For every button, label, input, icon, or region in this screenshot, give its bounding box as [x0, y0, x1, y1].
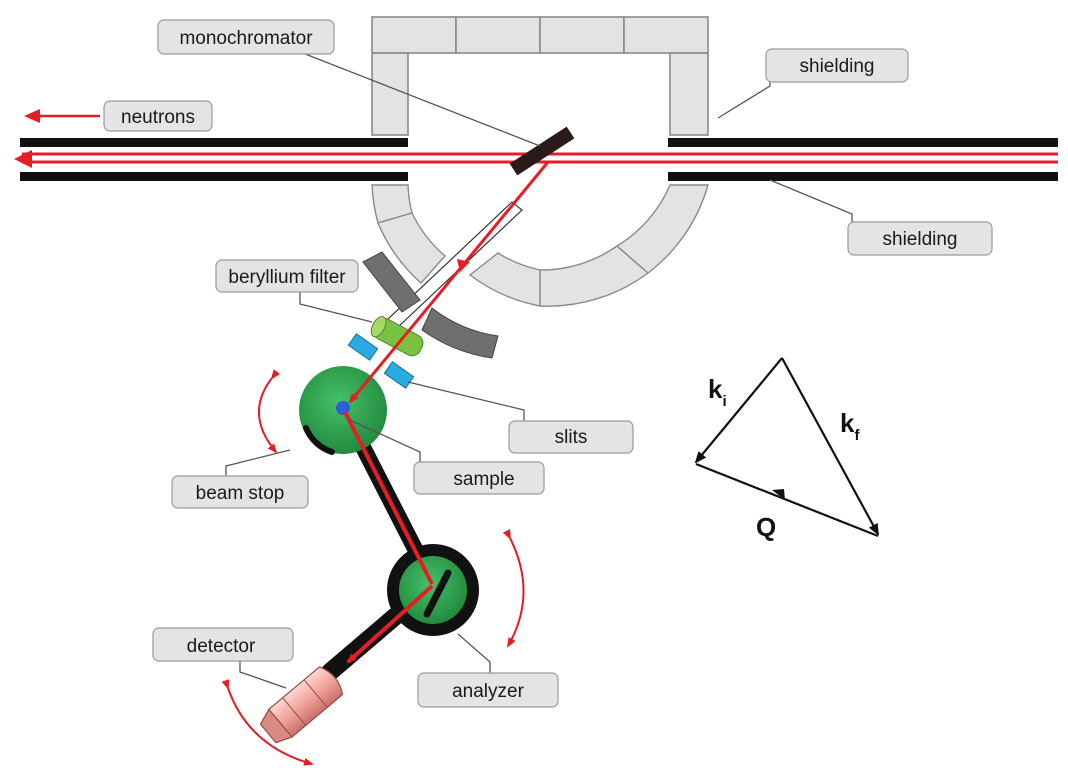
- beam-arrowhead: [14, 150, 32, 168]
- neutrons-arrowhead: [24, 109, 40, 123]
- ki-vector: [694, 357, 783, 464]
- svg-text:detector: detector: [187, 636, 256, 657]
- label-shielding-top: shielding: [765, 48, 909, 83]
- label-slits: slits: [508, 420, 634, 454]
- beam-path: [343, 161, 550, 664]
- q-label: Q: [756, 512, 776, 542]
- filter-shield-right: [421, 307, 499, 359]
- q-vector-arrow: [772, 489, 785, 500]
- analyzer-rotation-arrow: [502, 529, 525, 648]
- leader-slits: [407, 381, 525, 424]
- ki-label: ki: [708, 374, 727, 410]
- shield-block-left: [371, 52, 409, 136]
- detector-body: [259, 666, 344, 744]
- svg-text:beryllium filter: beryllium filter: [228, 267, 346, 288]
- kf-vector: [781, 357, 879, 536]
- sample-rotation-arrow: [258, 369, 281, 454]
- leader-beryllium: [299, 290, 373, 323]
- svg-text:shielding: shielding: [800, 56, 875, 77]
- filter-shield-left: [362, 251, 421, 313]
- svg-text:sample: sample: [453, 469, 514, 490]
- guide-rail-top-left: [20, 138, 408, 147]
- kf-label: kf: [840, 408, 860, 444]
- beam-mono-to-sample: [348, 161, 550, 404]
- arc-block-2: [377, 212, 446, 284]
- rotation-arrows: [221, 369, 525, 766]
- shield-block-right: [669, 52, 709, 136]
- analyzer-crystal: [423, 569, 452, 618]
- slit-left: [347, 333, 379, 361]
- leader-detector: [239, 660, 287, 689]
- svg-text:monochromator: monochromator: [179, 28, 313, 49]
- beam-mid-arrow: [457, 259, 470, 272]
- shield-block-top-1: [371, 16, 457, 54]
- leader-analyzer: [457, 633, 491, 674]
- beam-sample-to-analyzer: [343, 411, 434, 585]
- svg-text:neutrons: neutrons: [121, 107, 195, 128]
- label-shielding-right: shielding: [847, 221, 993, 256]
- monochromator-crystal: [509, 126, 575, 176]
- beryllium-filter: [370, 316, 424, 357]
- svg-text:beam stop: beam stop: [196, 483, 285, 504]
- leader-sample: [349, 419, 421, 464]
- svg-text:slits: slits: [555, 427, 588, 448]
- arc-block-3: [468, 252, 541, 307]
- analyzer-table: [399, 556, 467, 624]
- svg-text:shielding: shielding: [883, 229, 958, 250]
- label-monochromator: monochromator: [157, 19, 335, 55]
- arc-block-5: [615, 184, 709, 274]
- scattering-triangle: ki kf Q: [694, 357, 879, 542]
- svg-text:analyzer: analyzer: [452, 681, 524, 702]
- guide-rail-top-right: [668, 138, 1058, 147]
- label-beam-stop: beam stop: [171, 475, 309, 509]
- label-analyzer: analyzer: [417, 672, 559, 708]
- leader-shielding-top: [717, 70, 771, 119]
- guide-rail-bottom-right: [668, 172, 1058, 181]
- detector-rotation-arrow: [221, 679, 314, 766]
- beam-stop-shape: [303, 425, 335, 455]
- beam-analyzer-to-detector: [346, 584, 434, 664]
- leader-shielding-right: [769, 179, 853, 232]
- shield-block-top-4: [623, 16, 709, 54]
- sample-dot: [336, 401, 350, 415]
- slit-right: [383, 361, 415, 389]
- label-beryllium-filter: beryllium filter: [215, 259, 359, 293]
- shielding-blocks: [371, 16, 709, 136]
- shield-block-top-2: [455, 16, 541, 54]
- label-sample: sample: [413, 461, 545, 495]
- curved-shielding: [371, 184, 709, 307]
- leader-beam-stop: [225, 449, 291, 478]
- label-detector: detector: [152, 627, 294, 662]
- q-vector: [695, 462, 879, 538]
- guide-rail-bottom-left: [20, 172, 408, 181]
- label-neutrons: neutrons: [103, 100, 213, 132]
- shield-block-top-3: [539, 16, 625, 54]
